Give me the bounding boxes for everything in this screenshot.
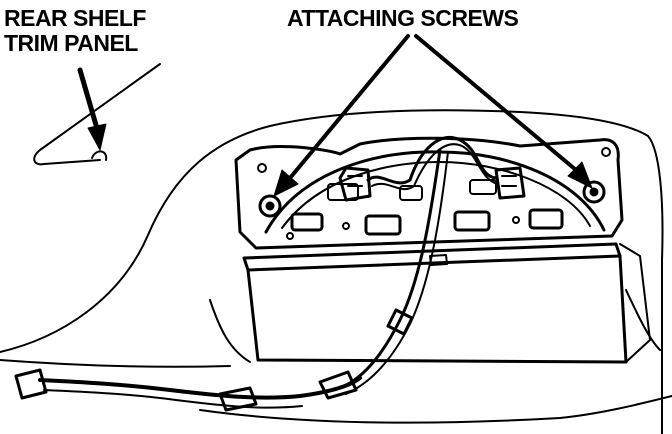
bracket-slot <box>364 214 402 236</box>
attaching-screws-callout: ATTACHING SCREWS <box>287 5 519 31</box>
shelf-panel-body <box>246 254 628 364</box>
tray-fold-2 <box>625 289 661 351</box>
leader-arrow-screw-right-head <box>567 161 593 189</box>
shelf-lower-sweep <box>0 359 231 368</box>
bracket-hole <box>342 222 350 230</box>
bracket-hole <box>601 147 611 157</box>
shelf-panel-side <box>619 243 651 363</box>
harness-clip <box>386 308 414 336</box>
shelf-panel-tab <box>429 254 448 266</box>
bracket-slot <box>528 208 564 230</box>
leader-arrow-screw-left-head <box>273 169 299 197</box>
bracket-slot-upper <box>399 185 423 201</box>
bracket-slot <box>290 212 324 232</box>
bracket-slot <box>453 210 491 232</box>
rear-shelf-trim-panel-callout: REAR SHELF TRIM PANEL <box>4 6 146 56</box>
harness-wire-down <box>338 148 442 390</box>
attaching-screw-right <box>582 180 606 204</box>
bracket-hole <box>286 232 294 240</box>
connector-left <box>338 166 372 202</box>
connector-right <box>494 166 526 200</box>
trim-panel-edge-loop <box>33 63 161 166</box>
bracket-slot-upper <box>469 179 497 195</box>
lower-connector-wrap-2 <box>318 370 358 400</box>
harness-wire-loop-2 <box>371 143 499 191</box>
harness-wire-down-2 <box>345 151 449 395</box>
lower-harness <box>38 376 362 400</box>
lower-harness-2 <box>43 389 303 409</box>
connector-left-detail <box>347 175 363 187</box>
harness-wire-loop <box>366 135 498 185</box>
leader-arrow-screw-left-line <box>288 34 410 180</box>
leader-arrow-screw-right-line <box>414 34 578 172</box>
bracket-outer-frame <box>234 136 624 250</box>
connector-right-detail <box>501 175 517 187</box>
callout-line-1: REAR SHELF <box>4 5 146 31</box>
tray-base <box>199 395 672 424</box>
bracket-hole <box>512 216 520 224</box>
rear-shelf-edge <box>647 135 664 434</box>
bracket-inner-arch-2 <box>281 161 591 229</box>
lower-connector-wrap <box>218 386 258 412</box>
leader-arrow-left-line <box>77 67 101 135</box>
lower-connector <box>14 368 48 400</box>
trim-panel-hook <box>91 150 108 161</box>
callout-line-2: TRIM PANEL <box>4 30 138 56</box>
rear-shelf-outline <box>0 109 649 353</box>
leader-arrow-left-head <box>87 123 107 151</box>
attaching-screw-left <box>258 194 282 218</box>
tray-fold <box>209 299 251 363</box>
bracket-hole <box>257 163 267 173</box>
